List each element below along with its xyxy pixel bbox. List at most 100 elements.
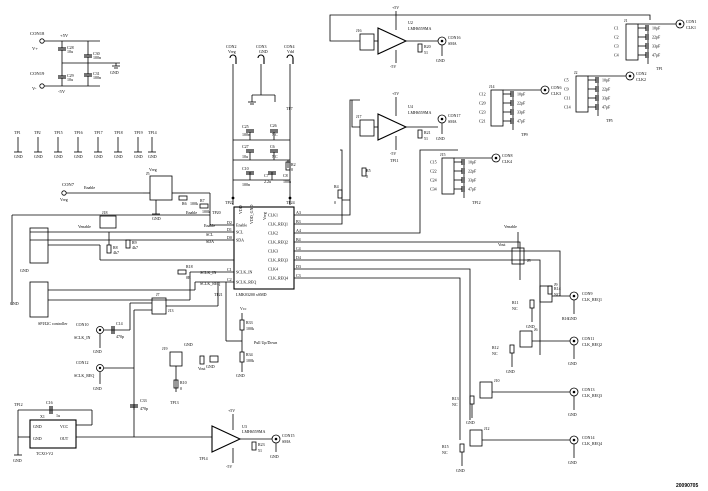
testpoint-label: TP14: [148, 130, 157, 135]
r33-ref: R33: [246, 320, 253, 325]
cap-bank-tp: TP12: [472, 200, 481, 205]
cap-bank-jumper: [575, 75, 589, 113]
r33-value: 100k: [246, 326, 254, 331]
bus-trace: [351, 100, 360, 128]
tcxo-part: TCXO-V2: [36, 451, 53, 456]
con18-ref: CON18: [30, 31, 45, 36]
r6-value: 100k: [190, 201, 198, 206]
cap-ref: C20: [479, 101, 486, 106]
cap-ref: C34: [430, 187, 437, 192]
spi-controller-header: GND SPI/I2C controller GND R18 0E SCLK_I…: [10, 227, 234, 326]
amp-u4: +5V U4 LMH6559MA -5V R21 51 CON17 SMA GN…: [356, 91, 460, 163]
pll-right-num: B4: [296, 237, 301, 242]
u3-rv: 51: [258, 448, 262, 453]
cap-value: 33pF: [468, 178, 477, 183]
gnd-jpu: GND: [206, 364, 215, 369]
req-connector-label: CLK_REQ4: [582, 441, 602, 446]
c25-ref: C25: [242, 124, 249, 129]
u4-r: R21: [424, 130, 431, 135]
req-resistor-value: NC: [452, 402, 458, 407]
req-supply: Venable Vout J8: [498, 224, 531, 265]
bus-trace: [294, 268, 471, 420]
cap-ref: C23: [479, 110, 486, 115]
cap-value: 33pF: [517, 110, 526, 115]
ground-label: GND: [14, 154, 23, 159]
bus-trace: [294, 99, 360, 216]
r9-ref: R9: [132, 240, 137, 245]
u3-r: R23: [258, 442, 265, 447]
tp13-label: TP13: [170, 400, 179, 405]
c16-value: 1u: [56, 413, 60, 418]
cap-ref: C1: [614, 26, 619, 31]
req-gnd-label: GND: [568, 361, 577, 366]
req-resistor: [459, 443, 465, 453]
cap-ref: C22: [430, 169, 437, 174]
pll-part: LMK03200 xSMD: [236, 292, 267, 297]
req-gnd-label: GND: [568, 316, 577, 321]
cap-value: 47pF: [652, 53, 661, 58]
pll-right-pin: CLK1: [268, 213, 278, 218]
enable-section: CON7 Vreg Enable J5 Vreg R6 100k Enable …: [11, 167, 234, 305]
con16-ref: CON16: [448, 35, 460, 40]
cap-ref: C12: [479, 92, 486, 97]
j18-ref: J18: [102, 210, 108, 215]
clk-connector-pin: [543, 88, 547, 92]
c26-ref: C26: [270, 123, 277, 128]
clk-connector-ref: CON1: [686, 19, 696, 24]
c29-value: 10u: [67, 77, 73, 82]
con17-ref: CON17: [448, 113, 460, 118]
pll-right-num: D3: [296, 264, 301, 269]
c30-value: 100n: [93, 55, 101, 60]
pll-left-pin: SCLK_REQ: [236, 280, 256, 285]
j19-ref: J19: [162, 346, 168, 351]
clock-request-outputs: CON9CLK_REQ1GNDJ9R11NCGNDCON11CLK_REQ2GN…: [442, 282, 602, 473]
ground-label: GND: [54, 154, 63, 159]
ground-label: GND: [148, 154, 157, 159]
cap-bank-jumper: [490, 89, 504, 127]
c27-value: 10u: [242, 154, 248, 159]
c6-ref: C6: [270, 144, 275, 149]
req-gnd-label: GND: [568, 412, 577, 417]
clk-connector-label: CLK3: [551, 91, 561, 96]
c28-value: 10u: [67, 49, 73, 54]
enable-text: Enable: [186, 210, 197, 215]
pll-vreg: Vreg: [262, 212, 267, 220]
cap-bank-jumper-ref: J14: [489, 84, 495, 89]
tcxo-pin1: GND: [33, 424, 42, 429]
con4-ref: CON4: [284, 44, 294, 49]
u4-ref: U4: [408, 104, 413, 109]
resistor-r5: [361, 167, 367, 177]
con12-label: SCLK_REQ: [74, 373, 94, 378]
testpoint-label: TP16: [74, 130, 83, 135]
cap-bank-jumper: [625, 23, 639, 61]
vout-label: Vout: [198, 366, 206, 371]
c8-value: 100n: [283, 179, 291, 184]
gnd-spi1: GND: [20, 268, 29, 273]
tcxo-pin4: OUT: [60, 436, 69, 441]
con17-sma: SMA: [448, 119, 457, 124]
u4-part: LMH6559MA: [408, 110, 431, 115]
tp11-label: TP11: [390, 158, 399, 163]
req-venable: Venable: [504, 224, 517, 229]
req-connector-pin: [572, 339, 576, 343]
gnd-spi2: GND: [10, 301, 19, 306]
testpoint-label: TP19: [134, 130, 143, 135]
req-resistor-gnd: GND: [526, 324, 535, 329]
pll-right-pin: CLK_REQ4: [268, 276, 288, 281]
u4-vneg: -5V: [390, 151, 396, 156]
pll-left-pin: SCL: [236, 230, 244, 235]
pullup-label: Pull Up/Down: [254, 340, 277, 345]
cap-value: 47pF: [602, 105, 611, 110]
gnd-j5: GND: [152, 216, 161, 221]
sda-net: SDA: [206, 239, 214, 244]
amp-u2: +5V U2 LMH6559MA -5V R20 51 CON16 SMA GN…: [356, 5, 460, 69]
c25-value: 100n: [242, 132, 250, 137]
clk-connector-pin: [678, 22, 682, 26]
cap-ref: C3: [614, 44, 619, 49]
u4-vpos: +5V: [392, 91, 399, 96]
req-connector-ref: CON14: [582, 435, 594, 440]
cap-bank-jumper: [441, 157, 455, 195]
c33-value: 470p: [140, 406, 148, 411]
cap-value: 10pF: [652, 26, 661, 31]
